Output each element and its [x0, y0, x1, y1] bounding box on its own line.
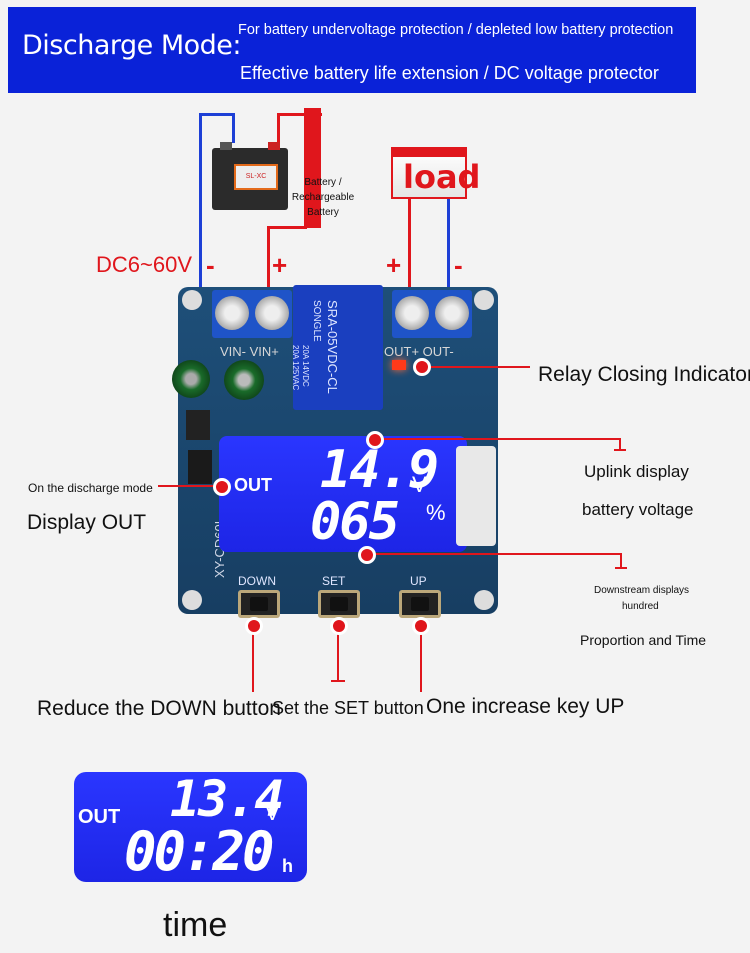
lcd-out-indicator: OUT: [234, 475, 272, 495]
mount-hole-br: [474, 590, 494, 610]
discharge-mode-small-label: On the discharge mode: [28, 481, 153, 495]
relay-spec-2: 20A 125VAC: [291, 345, 300, 391]
uplink-leader-line: [380, 438, 620, 440]
wire-blue-left-top: [199, 113, 234, 116]
mount-hole-tl: [182, 290, 202, 310]
battery-image: SL-XC: [212, 142, 288, 210]
relay-indicator-label: Relay Closing Indicator: [538, 363, 750, 386]
up-button[interactable]: [399, 590, 441, 618]
battery-caption: Battery / Rechargeable Battery: [291, 177, 355, 218]
battery-brand-label: SL-XC: [234, 164, 278, 190]
load-box-top-band: [391, 147, 467, 157]
wire-blue-left-vertical: [199, 113, 202, 335]
time-lcd-voltage: 13.4: [170, 770, 284, 828]
relay-leader-line: [430, 366, 530, 368]
mount-hole-bl: [182, 590, 202, 610]
lcd-backlight-tab: [456, 446, 496, 546]
output-plus-sign: +: [386, 250, 402, 280]
vin-terminal-labels: VIN- VIN+: [220, 344, 279, 359]
wire-blue-left-drop: [232, 113, 235, 143]
downstream-leader-cap: [615, 567, 627, 569]
main-lcd-screen: [219, 436, 467, 552]
set-leader-cap: [331, 680, 345, 682]
out-leader-line: [158, 485, 218, 487]
uplink-leader-cap: [614, 449, 626, 451]
relay-spec-1: 20A 14VDC: [301, 345, 310, 387]
input-minus-sign: -: [206, 250, 215, 280]
relay-led: [392, 360, 406, 370]
downstream-label-2: hundred: [622, 601, 659, 612]
banner-line-1: For battery undervoltage protection / de…: [238, 22, 674, 38]
downstream-leader-line: [370, 553, 622, 555]
relay-body: [293, 285, 383, 410]
terminal-screw: [435, 296, 469, 330]
terminal-screw: [255, 296, 289, 330]
down-leader-line: [252, 626, 254, 692]
lcd-voltage-reading: 14.9: [320, 440, 439, 500]
downstream-dot: [358, 546, 376, 564]
inductor: [186, 410, 210, 440]
banner-line-2: Effective battery life extension / DC vo…: [240, 63, 659, 83]
terminal-screw: [395, 296, 429, 330]
down-dot: [245, 617, 263, 635]
banner-title: Discharge Mode:: [22, 30, 241, 61]
set-button-annotation: Set the SET button: [272, 698, 424, 718]
up-button-annotation: One increase key UP: [426, 695, 625, 718]
chip: [188, 450, 212, 484]
uplink-label-1: Uplink display: [584, 462, 689, 481]
terminal-screw: [215, 296, 249, 330]
time-caption: time: [163, 906, 228, 944]
display-out-label: Display OUT: [27, 511, 147, 534]
time-lcd-voltage-unit: V: [265, 800, 280, 825]
capacitor: [224, 360, 264, 400]
set-button[interactable]: [318, 590, 360, 618]
down-button-label: DOWN: [238, 574, 276, 588]
down-button-annotation: Reduce the DOWN button: [37, 697, 281, 720]
lcd-percent-unit: %: [426, 500, 446, 525]
time-lcd-time-unit: h: [282, 856, 293, 876]
wire-red-battery-top: [277, 113, 322, 116]
set-button-label: SET: [322, 574, 346, 588]
mount-hole-tr: [474, 290, 494, 310]
wire-blue-out-minus: [447, 196, 450, 336]
lcd-voltage-unit: V: [412, 472, 427, 497]
input-plus-sign: +: [272, 250, 288, 280]
time-lcd-out-indicator: OUT: [78, 806, 121, 828]
set-leader-line: [337, 626, 339, 681]
load-label: load: [403, 158, 481, 196]
downstream-label-1: Downstream displays: [594, 585, 690, 596]
set-dot: [330, 617, 348, 635]
relay-indicator-dot: [413, 358, 431, 376]
out-dot: [213, 478, 231, 496]
out-terminal-labels: OUT+ OUT-: [384, 344, 454, 359]
capacitor: [172, 360, 210, 398]
input-voltage-label: DC6~60V: [96, 252, 193, 277]
proportion-time-label: Proportion and Time: [580, 632, 707, 648]
wire-red-battery-plus: [277, 113, 280, 148]
up-dot: [412, 617, 430, 635]
lcd-percent-reading: 065: [310, 492, 400, 552]
down-button[interactable]: [238, 590, 280, 618]
downstream-leader-tick: [620, 553, 622, 567]
relay-brand-text: SONGLE: [311, 300, 322, 342]
uplink-label-2: battery voltage: [582, 500, 694, 519]
header-banner: [8, 7, 696, 93]
time-lcd-time: 00:20: [124, 820, 275, 883]
wire-red-vin-top: [267, 226, 307, 229]
time-lcd-screen: [74, 772, 307, 882]
uplink-dot: [366, 431, 384, 449]
wire-red-bar: [304, 108, 321, 228]
relay-model-text: SRA-05VDC-CL: [325, 300, 340, 394]
output-minus-sign: -: [454, 250, 463, 280]
up-leader-line: [420, 626, 422, 692]
up-button-label: UP: [410, 574, 427, 588]
wire-red-out-plus: [408, 196, 411, 306]
uplink-leader-tick: [619, 438, 621, 450]
wire-red-vin-plus: [267, 226, 270, 306]
